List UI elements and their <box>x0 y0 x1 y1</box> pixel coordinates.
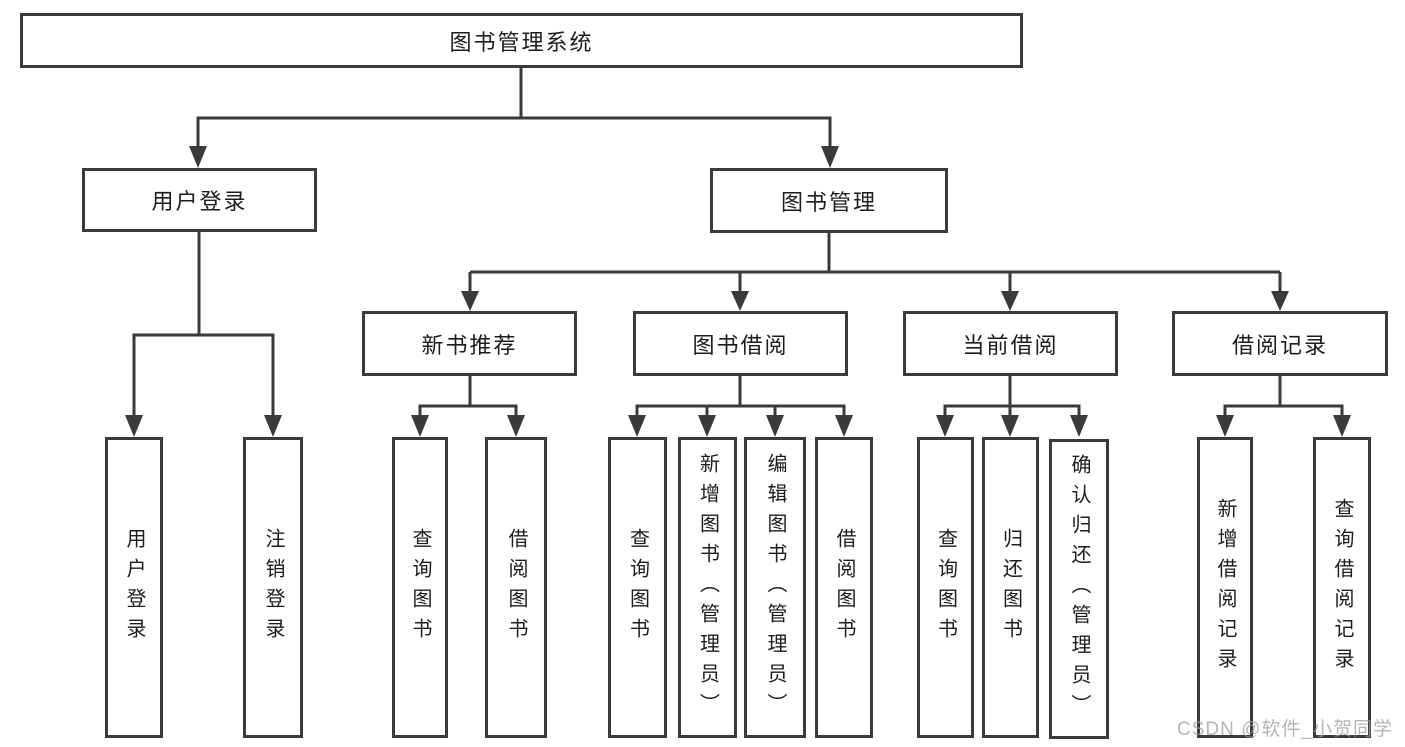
leaf-query-books-current-label: 查询图书 <box>934 527 957 648</box>
leaf-user-login: 用户登录 <box>105 437 163 738</box>
leaf-query-borrow-record: 查询借阅记录 <box>1313 437 1371 738</box>
leaf-borrow-book-label: 借阅图书 <box>833 527 855 648</box>
arrowheads <box>125 146 1351 437</box>
leaf-return-book: 归还图书 <box>982 437 1039 738</box>
leaf-add-book-admin: 新增图书（管理员） <box>678 437 737 738</box>
leaf-borrow-books-recommend: 借阅图书 <box>485 437 547 738</box>
node-current-borrow-label: 当前借阅 <box>962 332 1059 358</box>
leaf-confirm-return-admin: 确认归还（管理员） <box>1049 439 1109 739</box>
leaf-query-books-recommend-label: 查询图书 <box>409 527 431 648</box>
leaf-query-books-current: 查询图书 <box>917 437 974 738</box>
node-book-borrow-label: 图书借阅 <box>692 332 789 358</box>
leaf-edit-book-admin: 编辑图书（管理员） <box>744 437 806 738</box>
node-book-management: 图书管理 <box>710 168 948 233</box>
leaf-query-books-borrow-label: 查询图书 <box>626 527 649 648</box>
node-user-login: 用户登录 <box>82 168 317 232</box>
leaf-add-book-admin-label: 新增图书（管理员） <box>696 452 719 723</box>
leaf-borrow-book: 借阅图书 <box>815 437 873 738</box>
node-root: 图书管理系统 <box>20 13 1023 68</box>
node-book-management-label: 图书管理 <box>780 189 877 215</box>
leaf-query-books-recommend: 查询图书 <box>392 437 448 738</box>
leaf-borrow-books-recommend-label: 借阅图书 <box>505 527 527 648</box>
node-current-borrow: 当前借阅 <box>903 311 1118 376</box>
leaf-query-books-borrow: 查询图书 <box>608 437 667 738</box>
node-book-borrow: 图书借阅 <box>633 311 848 376</box>
node-borrow-records-label: 借阅记录 <box>1231 332 1328 358</box>
csdn-watermark: CSDN @软件_小贺同学 <box>1177 719 1393 740</box>
node-user-login-label: 用户登录 <box>151 189 248 214</box>
leaf-logout-label: 注销登录 <box>262 527 284 648</box>
leaf-return-book-label: 归还图书 <box>999 527 1022 648</box>
node-root-label: 图书管理系统 <box>449 29 594 55</box>
node-new-book-recommend-label: 新书推荐 <box>421 332 518 358</box>
leaf-add-borrow-record: 新增借阅记录 <box>1197 437 1253 738</box>
leaf-add-borrow-record-label: 新增借阅记录 <box>1214 497 1236 678</box>
node-new-book-recommend: 新书推荐 <box>362 311 577 376</box>
leaf-user-login-label: 用户登录 <box>123 527 145 648</box>
leaf-logout: 注销登录 <box>243 437 303 738</box>
leaf-confirm-return-admin-label: 确认归还（管理员） <box>1068 454 1090 724</box>
node-borrow-records: 借阅记录 <box>1172 311 1388 376</box>
leaf-edit-book-admin-label: 编辑图书（管理员） <box>764 452 786 723</box>
leaf-query-borrow-record-label: 查询借阅记录 <box>1331 497 1353 678</box>
